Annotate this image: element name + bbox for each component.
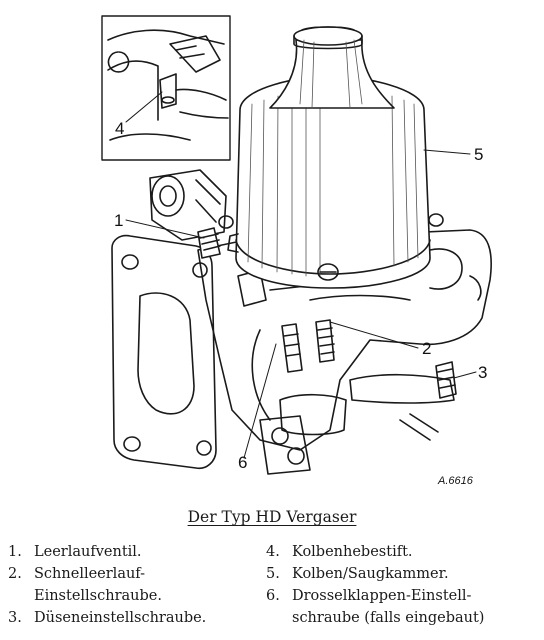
legend-item: 4. Kolbenhebestift. bbox=[266, 541, 484, 563]
legend-item: 1. Leerlaufventil. bbox=[8, 541, 206, 563]
mounting-flange bbox=[111, 234, 217, 470]
legend-text: Einstellschraube. bbox=[34, 588, 162, 604]
legend-text: Drosselklappen-Einstell- bbox=[292, 588, 472, 604]
callout-3: 3 bbox=[478, 363, 487, 382]
legend-text: Kolben/Saugkammer. bbox=[292, 566, 449, 582]
callout-5: 5 bbox=[474, 145, 483, 164]
suction-chamber bbox=[218, 75, 444, 289]
legend-number: 6. bbox=[266, 588, 280, 604]
legend-item: 3. Düseneinstellschraube. bbox=[8, 607, 206, 629]
callout-1: 1 bbox=[114, 211, 123, 230]
legend-item: 6. Drosselklappen-Einstell- bbox=[266, 585, 484, 607]
legend-item: schraube (falls eingebaut) bbox=[266, 607, 484, 629]
damper-neck bbox=[269, 26, 395, 109]
legend-number bbox=[266, 607, 292, 629]
legend-number bbox=[8, 585, 34, 607]
callout-2: 2 bbox=[422, 339, 431, 358]
legend-text: Düseneinstellschraube. bbox=[34, 610, 207, 626]
inset-detail bbox=[101, 15, 231, 161]
legend-number: 3. bbox=[8, 610, 22, 626]
linkage-screws bbox=[197, 227, 457, 475]
legend-number: 4. bbox=[266, 544, 280, 560]
legend-item: 5. Kolben/Saugkammer. bbox=[266, 563, 484, 585]
figure-reference: A.6616 bbox=[437, 475, 474, 487]
legend-item: 2. Schnelleerlauf- bbox=[8, 563, 206, 585]
legend-text: schraube (falls eingebaut) bbox=[292, 610, 485, 626]
carburetor-illustration: 1 2 3 4 5 6 A.6616 bbox=[101, 15, 492, 487]
legend-text: Leerlaufventil. bbox=[34, 544, 142, 560]
caption: Der Typ HD Vergaser bbox=[0, 508, 544, 526]
legend-item: Einstellschraube. bbox=[8, 585, 206, 607]
legend-left-column: 1. Leerlaufventil. 2. Schnelleerlauf- Einste… bbox=[8, 541, 206, 629]
legend-text: Kolbenhebestift. bbox=[292, 544, 413, 560]
legend-number: 1. bbox=[8, 544, 22, 560]
legend-number: 5. bbox=[266, 566, 280, 582]
legend-text: Schnelleerlauf- bbox=[34, 566, 146, 582]
callout-6: 6 bbox=[238, 453, 247, 472]
legend-right-column: 4. Kolbenhebestift. 5. Kolben/Saugkammer. 6.… bbox=[266, 541, 484, 629]
leader-lines bbox=[125, 91, 477, 459]
callout-4: 4 bbox=[115, 119, 124, 138]
legend-number: 2. bbox=[8, 566, 22, 582]
caption-text: Der Typ HD Vergaser bbox=[187, 508, 357, 526]
banjo-fitting bbox=[149, 169, 227, 241]
